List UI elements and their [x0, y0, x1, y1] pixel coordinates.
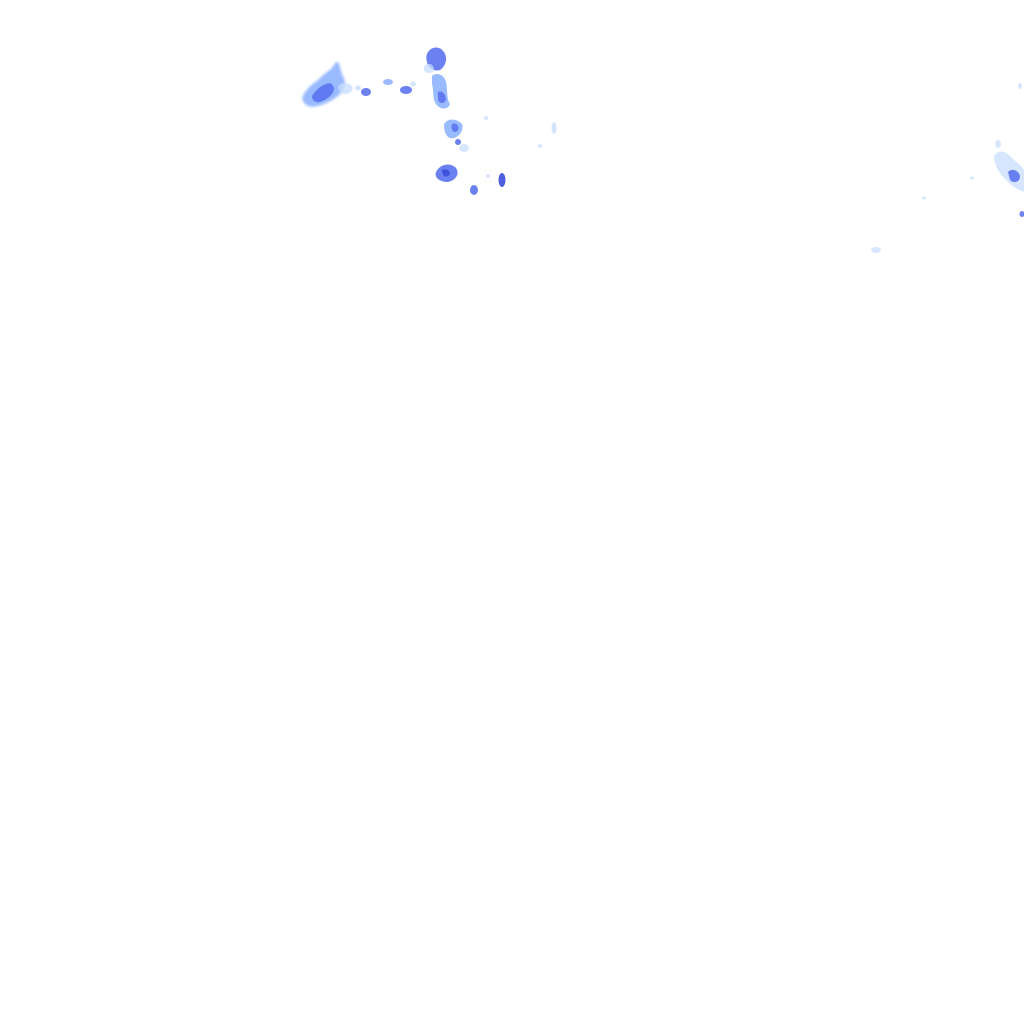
echo-northwest-main [302, 61, 353, 107]
echo-north-small [484, 116, 557, 148]
echo-north-central-line [424, 47, 469, 152]
echo-northwest-cells [355, 79, 416, 96]
echo-east-scattered [871, 83, 1022, 253]
echo-north-central-south [435, 164, 506, 195]
echo-east-edge [994, 140, 1024, 217]
